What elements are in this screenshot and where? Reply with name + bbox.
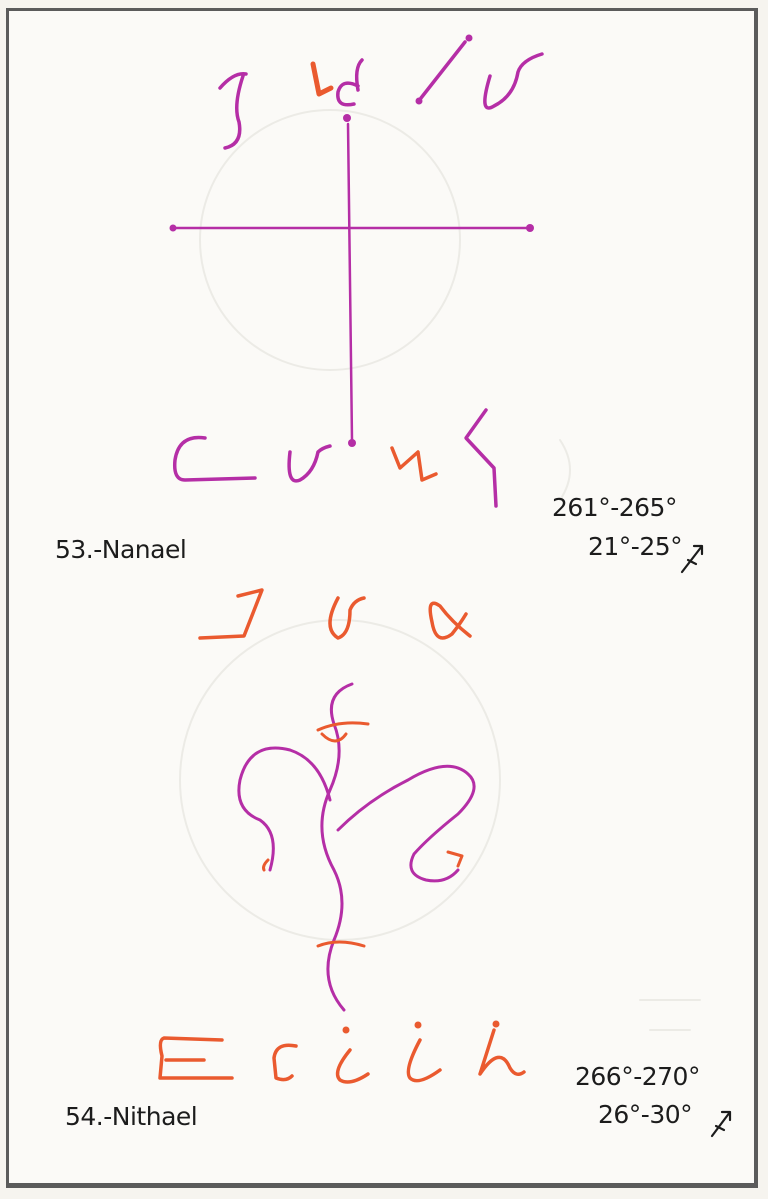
sigil-nithael	[160, 590, 524, 1082]
glyph-step	[200, 590, 262, 638]
sigil-nanael	[170, 35, 543, 507]
glyph-slash-dot-bottom	[416, 98, 423, 105]
glyph-s	[392, 448, 436, 480]
swirl-left-loop	[239, 748, 330, 870]
glyph-u-open	[330, 598, 364, 638]
swirl-trunk	[322, 684, 352, 1010]
glyph-i-2	[408, 1040, 440, 1081]
sagittarius-icon	[712, 1112, 730, 1136]
glyph-delta	[338, 60, 362, 105]
swirl-cross-bottom	[318, 942, 364, 946]
glyph-alpha	[430, 603, 470, 638]
glyph-hook	[220, 74, 246, 148]
degrees-absolute-nithael: 266°-270°	[575, 1062, 700, 1091]
glyph-i-1	[338, 1050, 368, 1082]
sigil-name-nanael: 53.-Nanael	[55, 535, 186, 564]
sagittarius-icon	[682, 546, 702, 572]
glyph-box	[160, 1038, 232, 1078]
glyph-u	[485, 54, 542, 108]
nithael-top-letters	[200, 590, 470, 638]
nithael-swirl	[239, 684, 474, 1010]
glyph-bracket	[175, 437, 255, 480]
glyph-i-3	[480, 1030, 524, 1074]
glyph-v	[289, 446, 330, 481]
nithael-bottom-letters	[160, 1021, 524, 1083]
swirl-left-tail	[264, 860, 269, 870]
glyph-r	[274, 1045, 296, 1079]
glyph-slash	[421, 42, 465, 98]
glyph-zeta	[466, 410, 496, 506]
swirl-cross-top	[318, 723, 368, 741]
bleed-through-marks	[180, 110, 700, 1030]
nanael-top-letters	[220, 35, 542, 149]
glyph-slash-dot-top	[466, 35, 473, 42]
glyph-l-mark	[313, 64, 331, 94]
sigil-name-nithael: 54.-Nithael	[65, 1102, 197, 1131]
degrees-sign-nithael: 26°-30°	[598, 1100, 692, 1129]
swirl-right-loop	[338, 766, 474, 881]
swirl-right-arrow	[448, 852, 462, 866]
degrees-sign-nanael: 21°-25°	[588, 532, 682, 561]
nanael-bottom-letters	[175, 410, 496, 506]
degrees-absolute-nanael: 261°-265°	[552, 493, 677, 522]
